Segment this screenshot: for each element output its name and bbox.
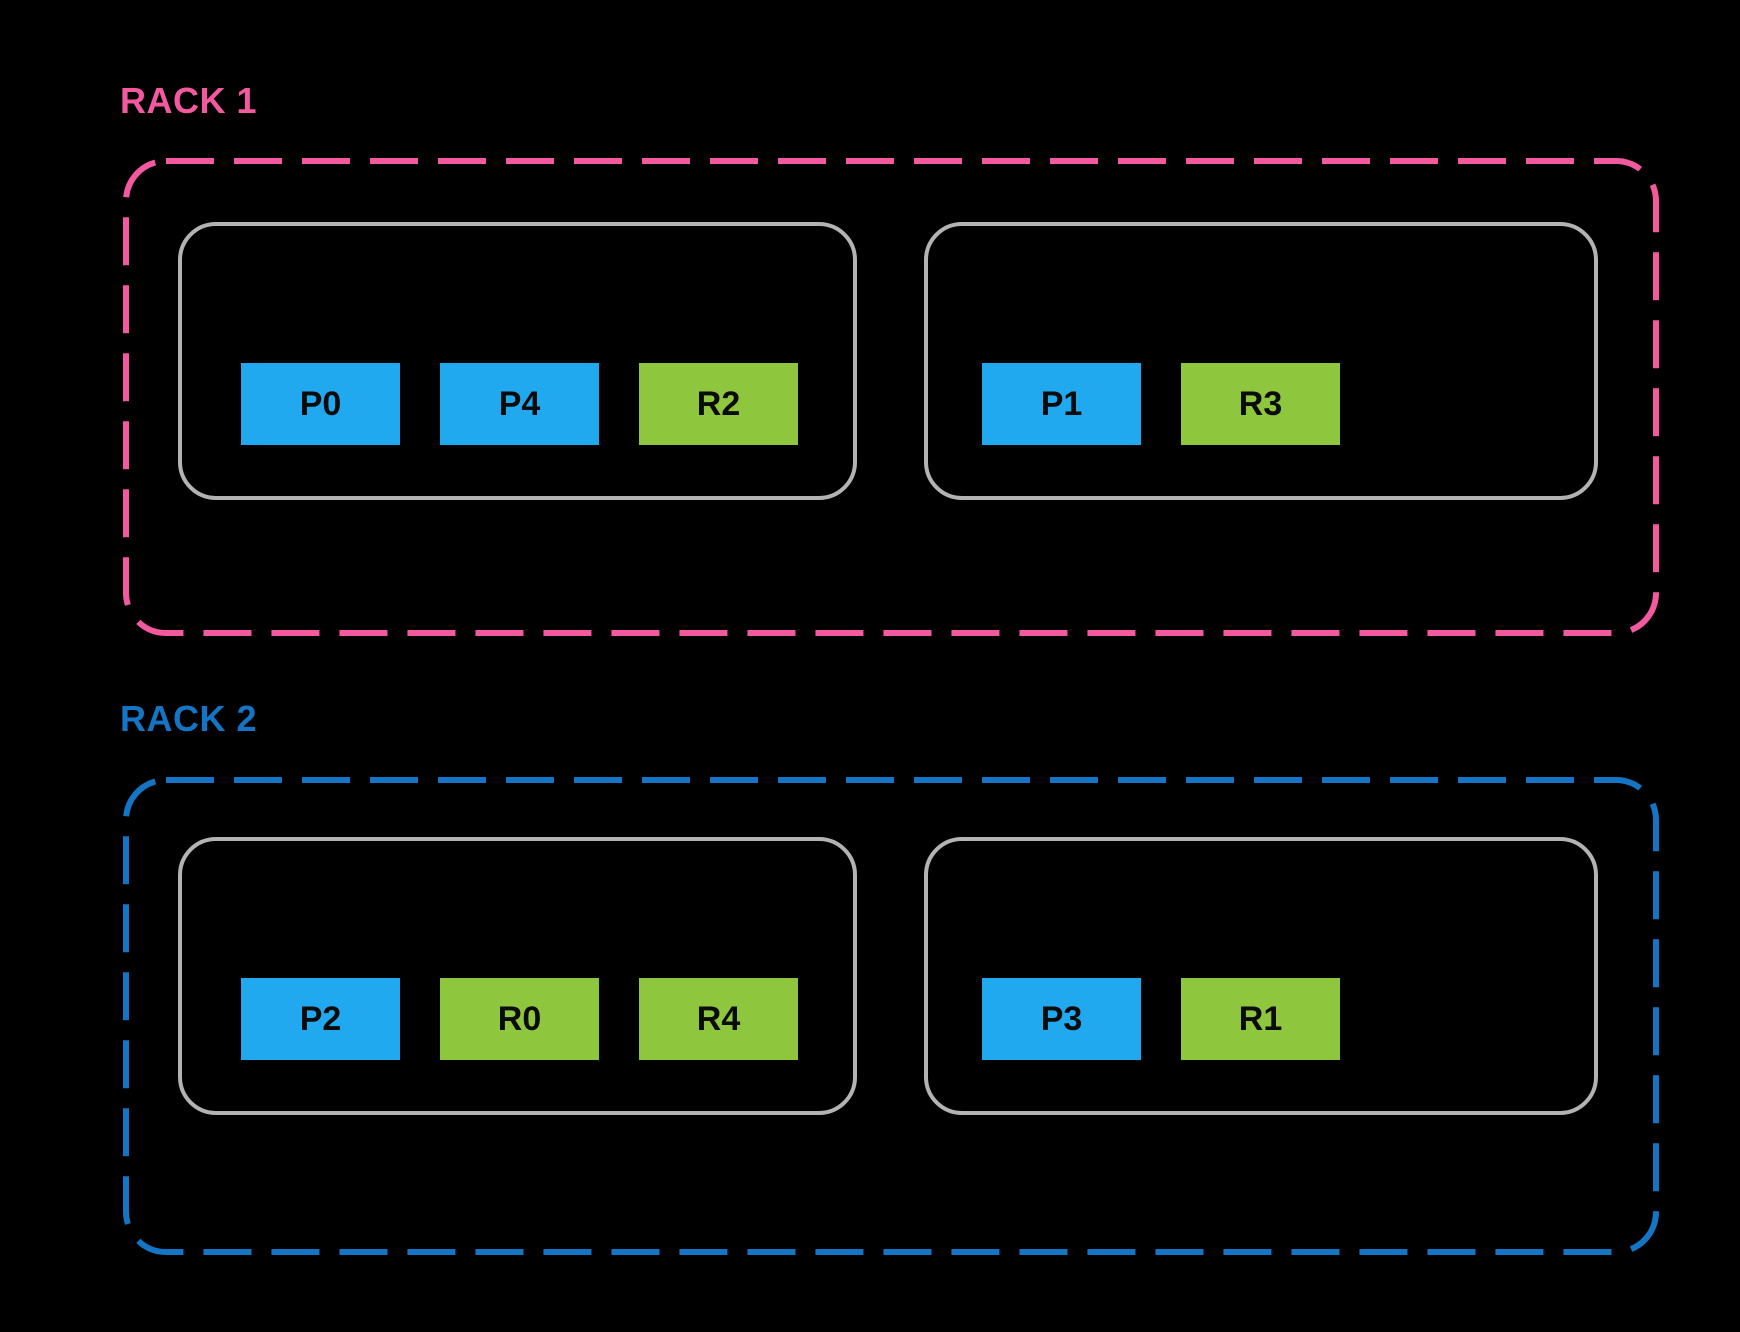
block-p4-label: P4 (498, 384, 541, 423)
rack-2-dashed-border (123, 777, 1659, 1255)
rack-1-node-2-blocks: P1 R3 (982, 363, 1340, 445)
block-p0: P0 (241, 363, 400, 445)
block-r2-label: R2 (696, 384, 741, 423)
block-p1: P1 (982, 363, 1141, 445)
rack-2-node-2-blocks: P3 R1 (982, 978, 1340, 1060)
block-p1-label: P1 (1040, 384, 1083, 423)
rack-1-node-2: P1 R3 (924, 222, 1598, 500)
block-p2-label: P2 (299, 999, 342, 1038)
block-r0: R0 (440, 978, 599, 1060)
block-p4: P4 (440, 363, 599, 445)
rack-2-node-1-blocks: P2 R0 R4 (241, 978, 798, 1060)
block-r0-label: R0 (497, 999, 542, 1038)
rack-1-label: RACK 1 (120, 80, 258, 121)
block-p3: P3 (982, 978, 1141, 1060)
rack-2-label: RACK 2 (120, 698, 258, 739)
block-p2: P2 (241, 978, 400, 1060)
rack-1-outline (123, 158, 1659, 636)
block-p0-label: P0 (299, 384, 342, 423)
block-r1-label: R1 (1238, 999, 1283, 1038)
rack-1-node-1: P0 P4 R2 (178, 222, 857, 500)
block-r2: R2 (639, 363, 798, 445)
block-p3-label: P3 (1040, 999, 1083, 1038)
rack-2-node-2: P3 R1 (924, 837, 1598, 1115)
block-r3: R3 (1181, 363, 1340, 445)
block-r4: R4 (639, 978, 798, 1060)
rack-2-node-1: P2 R0 R4 (178, 837, 857, 1115)
block-r3-label: R3 (1238, 384, 1283, 423)
block-r4-label: R4 (696, 999, 741, 1038)
block-r1: R1 (1181, 978, 1340, 1060)
rack-2-outline (123, 777, 1659, 1255)
rack-1-dashed-border (123, 158, 1659, 636)
rack-1-node-1-blocks: P0 P4 R2 (241, 363, 798, 445)
